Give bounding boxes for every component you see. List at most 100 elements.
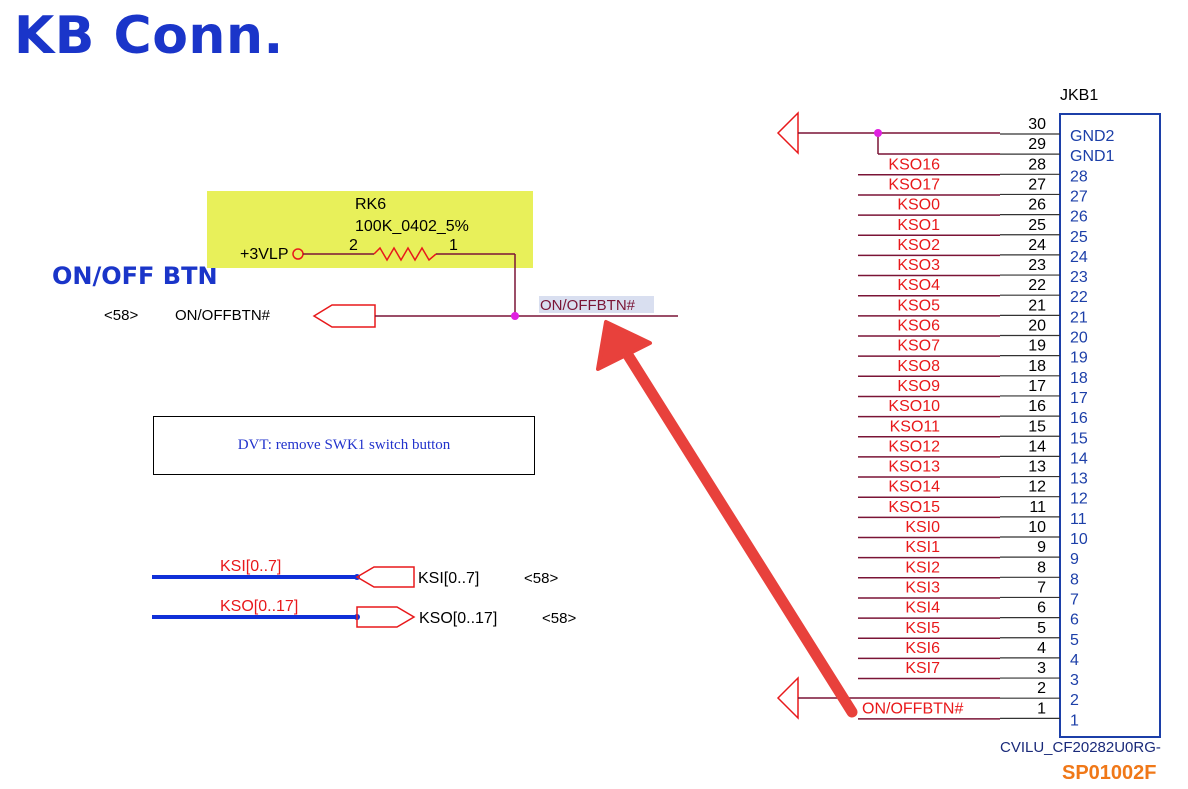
pin-net-label: KSO15 <box>888 499 940 516</box>
pin-net-label: KSO9 <box>897 378 940 395</box>
pin-net-label: KSO2 <box>897 237 940 254</box>
connector-pin-name: 16 <box>1070 410 1088 427</box>
pin-number: 16 <box>1028 398 1046 415</box>
port-page-ref: <58> <box>104 307 138 324</box>
gnd-junction <box>874 129 882 137</box>
connector-pin-name: 4 <box>1070 652 1079 669</box>
pin-net-label: KSI3 <box>905 579 940 596</box>
connector-pin-name: GND1 <box>1070 148 1115 165</box>
pin-net-label: KSO0 <box>897 197 940 214</box>
port-name: ON/OFFBTN# <box>175 307 271 324</box>
resistor-pin1-label: 1 <box>449 237 458 254</box>
pin-net-label: KSO17 <box>888 176 940 193</box>
bus-page-ref: <58> <box>542 610 576 627</box>
connector-pin-name: 23 <box>1070 269 1088 286</box>
pin-number: 29 <box>1028 136 1046 153</box>
bus-port <box>356 606 416 628</box>
connector-pin-name: 13 <box>1070 471 1088 488</box>
pin-number: 5 <box>1037 620 1046 637</box>
bus-port <box>355 566 415 588</box>
pin-number: 7 <box>1037 579 1046 596</box>
pin-net-label: KSI5 <box>905 620 940 637</box>
connector-pin-name: 12 <box>1070 491 1088 508</box>
pin-net-label: KSI7 <box>905 660 940 677</box>
bus-label: KSI[0..7] <box>220 558 281 575</box>
pin-number: 14 <box>1028 438 1046 455</box>
pin-net-label: KSI6 <box>905 640 940 657</box>
pin-number: 27 <box>1028 176 1046 193</box>
pin-net-label: KSO12 <box>888 438 940 455</box>
resistor-pin2-label: 2 <box>349 237 358 254</box>
note-box: DVT: remove SWK1 switch button <box>153 416 535 475</box>
bus-page-ref: <58> <box>524 570 558 587</box>
connector-pin-name: 5 <box>1070 632 1079 649</box>
pin-number: 20 <box>1028 318 1046 335</box>
resistor-highlight <box>207 191 533 268</box>
pin-number: 19 <box>1028 338 1046 355</box>
pin-net-label: KSO1 <box>897 217 940 234</box>
connector-pin-name: 24 <box>1070 249 1088 266</box>
pin-net-label: KSI2 <box>905 559 940 576</box>
pin-number: 22 <box>1028 277 1046 294</box>
connector-pin-name: 26 <box>1070 209 1088 226</box>
connector-part-value: CVILU_CF20282U0RG- <box>1000 739 1161 756</box>
connector-pin-name: 27 <box>1070 188 1088 205</box>
pin-net-label: KSI4 <box>905 600 940 617</box>
connector-refdes: JKB1 <box>1060 87 1098 104</box>
note-text: DVT: remove SWK1 switch button <box>237 437 451 453</box>
connector-pin-name: 14 <box>1070 450 1088 467</box>
pin-net-label: KSO7 <box>897 338 940 355</box>
pin-net-label: KSI1 <box>905 539 940 556</box>
pin-number: 23 <box>1028 257 1046 274</box>
pin-net-label: KSO16 <box>888 156 940 173</box>
connector-pin-name: 1 <box>1070 712 1079 729</box>
connector-pin-name: 25 <box>1070 229 1088 246</box>
resistor-zigzag <box>373 246 437 262</box>
connector-body <box>1059 113 1161 738</box>
callout-arrow-head <box>596 320 652 371</box>
ground-symbol-top <box>776 111 799 155</box>
connector-pin-name: 10 <box>1070 531 1088 548</box>
page-title: KB Conn. <box>14 6 284 66</box>
pin-number: 15 <box>1028 418 1046 435</box>
onoff-net-label: ON/OFFBTN# <box>540 297 636 314</box>
pin-number: 17 <box>1028 378 1046 395</box>
connector-pin-name: 7 <box>1070 591 1079 608</box>
ground-symbol-bottom <box>776 676 799 720</box>
bus-port-label: KSI[0..7] <box>418 570 479 587</box>
pin-number: 12 <box>1028 479 1046 496</box>
pin-net-label: KSO4 <box>897 277 940 294</box>
resistor-refdes: RK6 <box>355 196 386 213</box>
connector-pin-name: 11 <box>1070 511 1087 528</box>
connector-pin-name: 19 <box>1070 350 1088 367</box>
pin-number: 25 <box>1028 217 1046 234</box>
junction-dot <box>511 312 519 320</box>
pin-net-label: KSO11 <box>890 418 941 435</box>
section-label: ON/OFF BTN <box>52 262 218 290</box>
pin-number: 6 <box>1037 600 1046 617</box>
bus-port-label: KSO[0..17] <box>419 610 497 627</box>
pin-number: 10 <box>1028 519 1046 536</box>
pin-number: 24 <box>1028 237 1046 254</box>
connector-pin-name: 20 <box>1070 330 1088 347</box>
connector-pin-name: 21 <box>1070 309 1088 326</box>
pin-net-label: KSO10 <box>888 398 940 415</box>
pin-number: 3 <box>1037 660 1046 677</box>
pin-number: 28 <box>1028 156 1046 173</box>
connector-pin-name: 9 <box>1070 551 1079 568</box>
connector-pin-name: GND2 <box>1070 128 1115 145</box>
pin-number: 26 <box>1028 197 1046 214</box>
pin-number: 13 <box>1028 459 1046 476</box>
pin-net-label: KSO14 <box>888 479 940 496</box>
pin-net-label: ON/OFFBTN# <box>862 700 963 717</box>
pin-number: 30 <box>1028 116 1046 133</box>
resistor-value: 100K_0402_5% <box>355 218 469 235</box>
pin-net-label: KSO5 <box>897 297 940 314</box>
connector-pin-name: 17 <box>1070 390 1088 407</box>
callout-arrow-shaft <box>620 346 858 718</box>
pin-number: 8 <box>1037 559 1046 576</box>
pin-number: 2 <box>1037 680 1046 697</box>
pin-number: 9 <box>1037 539 1046 556</box>
connector-pin-name: 15 <box>1070 430 1088 447</box>
